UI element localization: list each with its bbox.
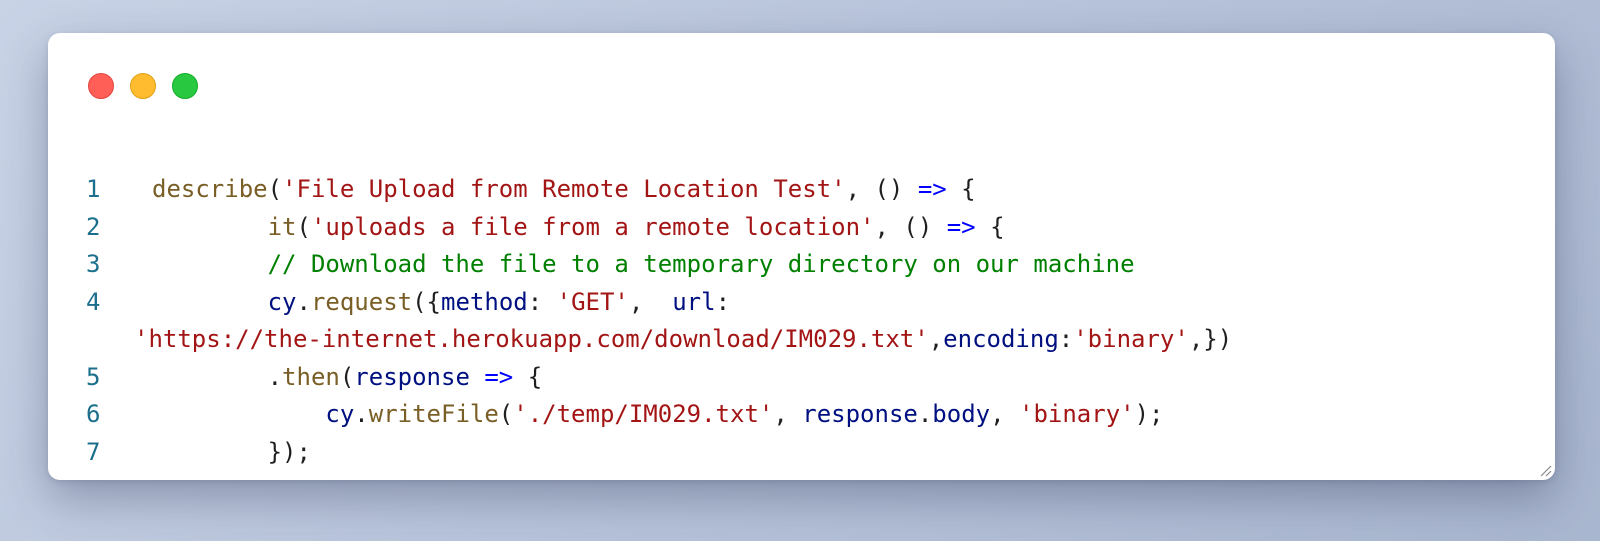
code-line-wrap: 'https://the-internet.herokuapp.com/down…	[48, 321, 1555, 359]
code-token: , ()	[845, 175, 918, 203]
code-line-text: });	[152, 434, 311, 472]
code-token: .	[354, 400, 369, 428]
resize-grip-icon[interactable]	[1538, 463, 1552, 477]
code-token: (	[267, 175, 283, 203]
code-line: 5 .then(response => {	[48, 359, 1555, 397]
code-token	[152, 363, 268, 391]
window-controls	[88, 73, 198, 99]
code-token: ({	[412, 287, 442, 316]
code-line: 7 });	[48, 434, 1555, 472]
code-line-text: describe('File Upload from Remote Locati…	[152, 171, 976, 209]
code-token: ,	[928, 325, 944, 353]
code-token: ,	[990, 400, 1019, 428]
code-token: writeFile	[368, 400, 499, 428]
code-token	[152, 400, 325, 428]
code-line: 6 cy.writeFile('./temp/IM029.txt', respo…	[48, 396, 1555, 434]
code-line-text: it('uploads a file from a remote locatio…	[152, 209, 1005, 247]
code-token: describe	[152, 175, 268, 203]
code-token: {	[513, 362, 543, 391]
code-line: 3 // Download the file to a temporary di…	[48, 246, 1555, 284]
line-number: 4	[86, 287, 101, 316]
code-token	[152, 250, 268, 278]
code-token: });	[267, 437, 311, 466]
code-token: {	[946, 175, 976, 203]
code-token: 'File Upload from Remote Location Test'	[282, 175, 846, 203]
line-number: 6	[86, 400, 101, 428]
code-token: it	[267, 212, 297, 241]
line-number: 3	[86, 250, 101, 278]
code-line-text: 'https://the-internet.herokuapp.com/down…	[48, 321, 1232, 359]
code-token: request	[310, 287, 413, 316]
code-token: , ()	[874, 212, 947, 241]
minimize-dot-icon[interactable]	[130, 73, 156, 99]
line-number: 1	[86, 175, 101, 203]
zoom-dot-icon[interactable]	[172, 73, 198, 99]
code-token: =>	[484, 362, 514, 391]
code-line-text: cy.request({method: 'GET', url:	[152, 284, 730, 322]
code-token: 'uploads a file from a remote location'	[310, 212, 875, 241]
code-line: 1 describe('File Upload from Remote Locat…	[48, 171, 1555, 209]
code-token: 'https://the-internet.herokuapp.com/down…	[134, 325, 929, 353]
code-token: .	[296, 287, 311, 316]
code-token: :	[1058, 325, 1074, 353]
code-token: then	[282, 362, 340, 391]
code-line-text: cy.writeFile('./temp/IM029.txt', respons…	[152, 396, 1164, 434]
code-token	[152, 288, 268, 316]
line-number: 5	[86, 362, 101, 391]
code-token: (	[296, 212, 311, 241]
code-token: './temp/IM029.txt'	[513, 400, 774, 428]
code-token: 'binary'	[1073, 325, 1189, 353]
code-line: 2 it('uploads a file from a remote locat…	[48, 209, 1555, 247]
code-token	[152, 438, 268, 466]
code-token: );	[1134, 400, 1164, 428]
code-token	[470, 363, 484, 391]
code-token: response	[802, 400, 918, 428]
code-token: ,	[628, 287, 673, 316]
code-token: :	[715, 287, 731, 316]
close-dot-icon[interactable]	[88, 73, 114, 99]
code-token: response	[354, 362, 470, 391]
line-number: 2	[86, 212, 101, 241]
code-token: (	[339, 362, 355, 391]
code-token: 'binary'	[1019, 400, 1135, 428]
code-token: .	[267, 362, 283, 391]
code-line: 4 cy.request({method: 'GET', url:	[48, 284, 1555, 322]
code-line-text: // Download the file to a temporary dire…	[152, 246, 1135, 284]
code-token: cy	[325, 400, 355, 428]
code-token	[152, 213, 268, 241]
code-token: url	[672, 287, 716, 316]
code-token: encoding	[943, 325, 1059, 353]
code-token: cy	[267, 287, 297, 316]
code-token: =>	[946, 212, 976, 241]
code-token: {	[975, 212, 1005, 241]
code-token: body	[932, 400, 991, 428]
code-line-text: .then(response => {	[152, 359, 543, 397]
code-token: 'GET'	[556, 287, 629, 316]
code-token: (	[498, 400, 514, 428]
code-token: method	[441, 287, 528, 316]
code-token: =>	[917, 175, 947, 203]
code-token: ,})	[1188, 325, 1233, 353]
code-token: // Download the file to a temporary dire…	[267, 250, 1135, 278]
code-token: ,	[773, 400, 803, 428]
code-token: :	[527, 287, 557, 316]
line-number: 7	[86, 437, 101, 466]
code-token: .	[917, 400, 933, 428]
